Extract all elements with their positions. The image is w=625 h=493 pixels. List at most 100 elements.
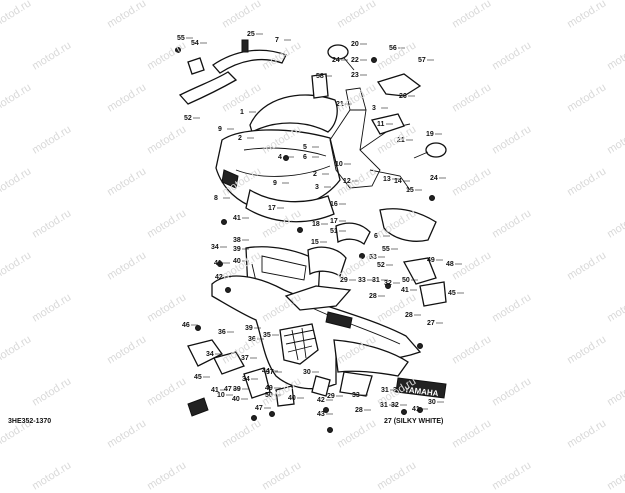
callout-6: 6: [374, 233, 378, 240]
rubber-damper: [213, 351, 245, 375]
callout-31: 31: [381, 387, 389, 394]
callout-14: 14: [394, 178, 402, 185]
callout-29: 29: [340, 277, 348, 284]
callout-50: 50: [265, 392, 273, 399]
cowling-stay: [329, 109, 381, 189]
callout-34: 34: [211, 244, 219, 251]
callout-31: 31: [380, 402, 388, 409]
callout-37: 37: [266, 369, 274, 376]
callout-28: 28: [355, 407, 363, 414]
cable-holder: [311, 73, 329, 99]
callout-34: 34: [242, 376, 250, 383]
duct-bracket: [187, 57, 205, 75]
mirror-left: [327, 44, 349, 60]
callout-23: 23: [351, 72, 359, 79]
callout-33: 33: [352, 392, 360, 399]
callout-49: 49: [265, 385, 273, 392]
callout-36: 36: [248, 336, 256, 343]
callout-15: 15: [311, 239, 319, 246]
callout-13: 13: [383, 176, 391, 183]
callout-26: 26: [399, 93, 407, 100]
callout-52: 52: [377, 262, 385, 269]
air-duct-left: [178, 71, 238, 105]
callout-29: 29: [327, 393, 335, 400]
callout-55: 55: [177, 35, 185, 42]
callout-1: 1: [240, 109, 244, 116]
callout-40: 40: [288, 395, 296, 402]
callout-41: 41: [214, 260, 222, 267]
callout-10: 10: [217, 392, 225, 399]
callout-32: 32: [393, 387, 401, 394]
bolt-set: [175, 47, 435, 433]
callout-27: 27: [427, 320, 435, 327]
callout-41: 41: [233, 215, 241, 222]
callout-39: 39: [233, 386, 241, 393]
callout-18: 18: [312, 221, 320, 228]
cowling-vent: [325, 311, 353, 329]
callout-44: 44: [262, 368, 270, 375]
cowling-panel-lower: [245, 188, 335, 223]
side-panel-right: [284, 285, 352, 311]
callout-3: 3: [372, 105, 376, 112]
grille-mesh: [279, 323, 319, 365]
callout-45: 45: [194, 374, 202, 381]
bracket-rear: [243, 367, 271, 399]
callout-3: 3: [315, 184, 319, 191]
callout-21: 21: [336, 101, 344, 108]
callout-9: 9: [273, 180, 277, 187]
intake-pipe: [335, 222, 371, 245]
callout-10: 10: [335, 161, 343, 168]
yamaha-decal: YAMAHA: [395, 377, 447, 399]
callout-54: 54: [191, 40, 199, 47]
bracket-lower-mid: [311, 375, 331, 397]
callout-38: 38: [233, 237, 241, 244]
svg-text:YAMAHA: YAMAHA: [404, 385, 439, 398]
callout-21: 21: [397, 137, 405, 144]
callout-47: 47: [224, 386, 232, 393]
callout-52: 52: [184, 115, 192, 122]
callout-22: 22: [351, 57, 359, 64]
callout-34: 34: [206, 351, 214, 358]
callout-39: 39: [233, 246, 241, 253]
intake-boot: [307, 246, 347, 277]
callout-55: 55: [382, 246, 390, 253]
callout-20: 20: [351, 41, 359, 48]
callout-40: 40: [232, 396, 240, 403]
callout-49: 49: [427, 257, 435, 264]
callout-32: 32: [384, 280, 392, 287]
bracket-right-a: [402, 257, 437, 285]
callout-17: 17: [330, 218, 338, 225]
callout-53: 53: [369, 254, 377, 261]
air-duct-upper: [212, 49, 287, 74]
callout-42: 42: [215, 274, 223, 281]
callout-37: 37: [241, 355, 249, 362]
callout-6: 6: [303, 154, 307, 161]
callout-41: 41: [401, 287, 409, 294]
callout-41: 41: [211, 387, 219, 394]
callout-5: 5: [303, 144, 307, 151]
callout-39: 39: [245, 325, 253, 332]
parts-illustration: YAMAHA: [175, 31, 464, 433]
callout-36: 36: [218, 329, 226, 336]
callout-11: 11: [377, 121, 385, 128]
clip-set: [275, 385, 295, 407]
callout-2: 2: [313, 171, 317, 178]
callout-15: 15: [406, 187, 414, 194]
stay-bracket-upper: [376, 73, 422, 97]
callout-30: 30: [303, 369, 311, 376]
callout-25: 25: [247, 31, 255, 38]
callout-8: 8: [214, 195, 218, 202]
bracket-right-b: [419, 281, 447, 307]
callout-50: 50: [402, 277, 410, 284]
duct-screw: [241, 39, 249, 53]
callout-58: 58: [316, 73, 324, 80]
fastener-plate: [187, 397, 209, 417]
callout-56: 56: [389, 45, 397, 52]
callout-43: 43: [317, 411, 325, 418]
side-cover-small: [379, 208, 437, 242]
callout-2: 2: [238, 135, 242, 142]
headlight-vent: [221, 169, 239, 189]
callout-28: 28: [369, 293, 377, 300]
callout-4: 4: [278, 154, 282, 161]
callout-9: 9: [218, 126, 222, 133]
